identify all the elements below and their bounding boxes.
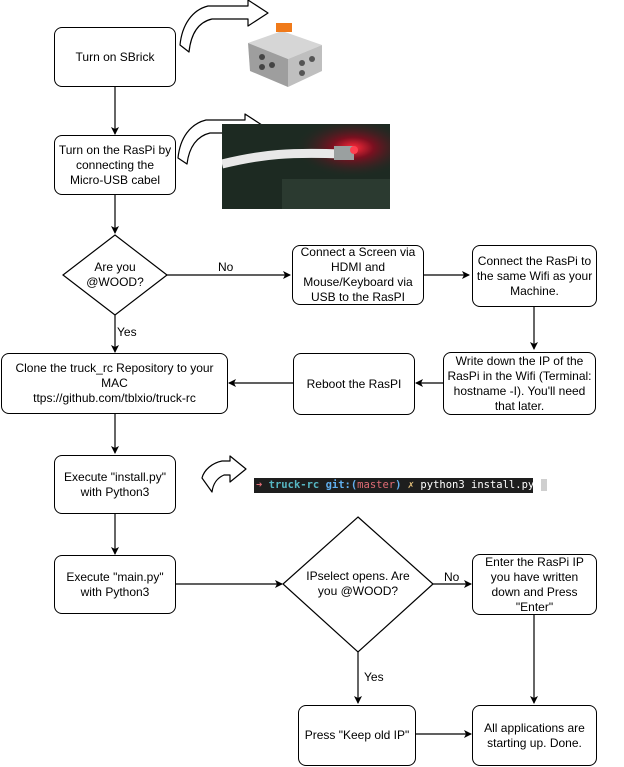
edge-label-wood-yes: Yes [117,325,137,339]
pointer-arrow-install [201,455,247,493]
execute-main-box: Execute "main.py" with Python3 [54,555,176,614]
turn-on-raspi-box: Turn on the RasPi by connecting the Micr… [54,135,176,195]
decision-wood-text: Are you @WOOD? [86,260,144,289]
decision-ipselect-text: IPselect opens. Are you @WOOD? [306,569,410,598]
done-box: All applications are starting up. Done. [472,705,597,766]
execute-main-text: Execute "main.py" with Python3 [66,569,164,599]
reboot-text: Reboot the RasPI [306,376,402,391]
terminal-dir: truck-rc [268,479,320,491]
reboot-box: Reboot the RasPI [293,353,415,415]
write-ip-text: Write down the IP of the RasPi in the Wi… [447,353,592,413]
clone-repo-box: Clone the truck_rc Repository to your MA… [1,353,228,414]
pointer-arrow-sbrick [179,0,269,53]
write-ip-box: Write down the IP of the RasPi in the Wi… [443,352,596,415]
terminal-git-prefix: git:( [325,479,358,491]
enter-ip-text: Enter the RasPi IP you have written down… [485,554,584,614]
clone-repo-url: ttps://github.com/tblxio/truck-rc [33,391,196,405]
raspi-usb-photo [222,124,390,209]
enter-ip-box: Enter the RasPi IP you have written down… [472,554,597,615]
terminal-branch: master [357,479,396,491]
turn-on-raspi-text: Turn on the RasPi by connecting the Micr… [58,142,172,187]
done-text: All applications are starting up. Done. [484,720,585,750]
execute-install-text: Execute "install.py" with Python3 [64,469,166,499]
keep-old-ip-text: Press "Keep old IP" [304,728,410,742]
turn-on-sbrick-text: Turn on SBrick [75,49,155,64]
turn-on-sbrick-box: Turn on SBrick [54,27,176,87]
edge-label-wood-no: No [218,260,234,274]
sbrick-photo [242,13,328,87]
keep-old-ip-box: Press "Keep old IP" [298,705,416,766]
terminal-dirty-mark: ✗ [407,479,415,491]
terminal-command-snippet: ➜ truck-rc git:(master) ✗ python3 instal… [254,478,547,493]
connect-wifi-text: Connect the RasPi to the same Wifi as yo… [476,253,593,298]
connect-screen-text: Connect a Screen via HDMI and Mouse/Keyb… [300,245,416,304]
decision-diamond-wood [62,234,168,316]
clone-repo-text: Clone the truck_rc Repository to your MA… [15,361,214,390]
terminal-command: python3 install.py [420,479,535,491]
terminal-git-suffix: ) [395,479,402,491]
connect-screen-box: Connect a Screen via HDMI and Mouse/Keyb… [292,245,424,305]
connect-wifi-box: Connect the RasPi to the same Wifi as yo… [472,245,597,307]
execute-install-box: Execute "install.py" with Python3 [54,455,176,514]
edge-label-ipselect-no: No [444,570,460,584]
edge-label-ipselect-yes: Yes [364,670,384,684]
terminal-cursor [540,479,547,491]
decision-diamond-ipselect [282,516,434,653]
terminal-prompt-arrow: ➜ [256,479,263,491]
